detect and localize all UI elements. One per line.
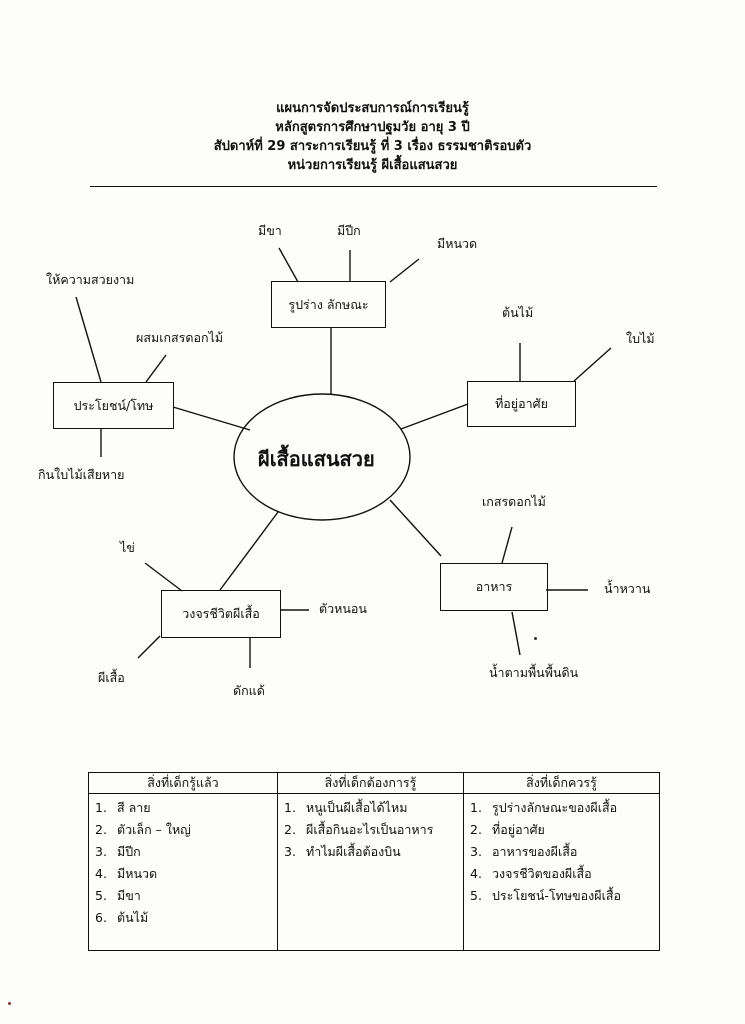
branch-label-food: อาหาร xyxy=(475,579,513,594)
leaf-line-egg xyxy=(144,562,183,592)
leaf-line-ground-water xyxy=(511,611,521,656)
leaf-label-pupa: ดักแด้ xyxy=(233,683,265,698)
list-item: 1. รูปร่างลักษณะของผีเสื้อ xyxy=(470,797,659,819)
branch-box-shape: รูปร่าง ลักษณะ xyxy=(271,281,386,328)
list-item: 4. วงจรชีวิตของผีเสื้อ xyxy=(470,863,659,885)
list-item: 2. ที่อยู่อาศัย xyxy=(470,819,659,841)
list-item: 4. มีหนวด xyxy=(95,863,277,885)
connector-benefit xyxy=(172,406,251,431)
list-item-text: ตัวเล็ก – ใหญ่ xyxy=(117,822,191,837)
leaf-label-wings: มีปีก xyxy=(337,223,361,238)
scan-speck xyxy=(8,1002,11,1005)
list-item-text: ทำไมผีเสื้อต้องบิน xyxy=(306,844,401,859)
list-item-text: รูปร่างลักษณะของผีเสื้อ xyxy=(492,800,618,815)
branch-box-lifecycle: วงจรชีวิตผีเสื้อ xyxy=(161,590,281,638)
connector-lifecycle xyxy=(219,511,279,591)
leaf-line-butterfly xyxy=(137,635,161,659)
leaf-line-pollen xyxy=(501,526,513,564)
list-item: 2. ผีเสื้อกินอะไรเป็นอาหาร xyxy=(284,819,463,841)
leaf-label-beauty: ให้ความสวยงาม xyxy=(46,272,135,287)
leaf-line-antenna xyxy=(389,258,420,283)
list-item-number: 2. xyxy=(95,822,107,837)
list-item-number: 3. xyxy=(470,844,482,859)
list-item-number: 1. xyxy=(284,800,296,815)
list-item-number: 3. xyxy=(284,844,296,859)
branch-box-habitat: ที่อยู่อาศัย xyxy=(467,381,576,427)
branch-label-shape: รูปร่าง ลักษณะ xyxy=(288,296,369,312)
leaf-line-leaf xyxy=(573,347,612,382)
leaf-label-caterpillar: ตัวหนอน xyxy=(319,601,367,616)
list-item-number: 4. xyxy=(470,866,482,881)
center-ellipse xyxy=(233,393,411,521)
list-item: 5. ประโยชน์-โทษของผีเสื้อ xyxy=(470,885,659,907)
branch-box-benefit: ประโยชน์/โทษ xyxy=(53,382,174,429)
header-should-know: สิ่งที่เด็กควรรู้ xyxy=(463,772,660,794)
header-known: สิ่งที่เด็กรู้แล้ว xyxy=(88,772,278,794)
list-item-number: 2. xyxy=(284,822,296,837)
header-divider xyxy=(90,186,657,187)
column-should-know: 1. รูปร่างลักษณะของผีเสื้อ 2. ที่อยู่อาศัย 3… xyxy=(463,793,660,951)
list-item-number: 5. xyxy=(470,888,482,903)
list-item-number: 2. xyxy=(470,822,482,837)
leaf-label-nectar: น้ำหวาน xyxy=(604,581,651,596)
list-item-text: ที่อยู่อาศัย xyxy=(492,822,545,837)
leaf-label-eat-leaves: กินใบไม้เสียหาย xyxy=(38,467,125,482)
list-item: 2. ตัวเล็ก – ใหญ่ xyxy=(95,819,277,841)
leaf-label-pollen: เกสรดอกไม้ xyxy=(482,494,546,509)
list-item-number: 4. xyxy=(95,866,107,881)
table-body-row: 1. สี ลาย 2. ตัวเล็ก – ใหญ่ 3. มีปีก 4. มีหนวด 5… xyxy=(88,793,660,951)
list-item: 6. ต้นไม้ xyxy=(95,907,277,929)
unit-line: หน่วยการเรียนรู้ ผีเสื้อแสนสวย xyxy=(287,158,458,173)
list-item-text: มีปีก xyxy=(117,844,141,859)
connector-food xyxy=(389,499,442,557)
list-item-number: 1. xyxy=(95,800,107,815)
list-item: 1. หนูเป็นผีเสื้อได้ไหม xyxy=(284,797,463,819)
knowledge-table: สิ่งที่เด็กรู้แล้ว สิ่งที่เด็กต้องการรู้… xyxy=(88,772,660,951)
leaf-label-tree: ต้นไม้ xyxy=(502,305,534,320)
center-topic: ผีเสื้อแสนสวย xyxy=(258,447,375,471)
header-want-to-know: สิ่งที่เด็กต้องการรู้ xyxy=(277,772,464,794)
list-item-text: ต้นไม้ xyxy=(117,910,149,925)
list-item-text: ผีเสื้อกินอะไรเป็นอาหาร xyxy=(306,822,434,837)
branch-label-habitat: ที่อยู่อาศัย xyxy=(495,396,548,411)
leaf-line-pollinate xyxy=(145,354,167,383)
list-item: 5. มีขา xyxy=(95,885,277,907)
list-item-text: มีหนวด xyxy=(117,866,158,881)
branch-box-food: อาหาร xyxy=(440,563,548,611)
column-known: 1. สี ลาย 2. ตัวเล็ก – ใหญ่ 3. มีปีก 4. มีหนวด 5… xyxy=(88,793,278,951)
leaf-line-beauty xyxy=(75,296,102,383)
list-item-text: วงจรชีวิตของผีเสื้อ xyxy=(492,866,592,881)
curriculum-line: หลักสูตรการศึกษาปฐมวัย อายุ 3 ปี xyxy=(275,120,470,135)
list-item-text: มีขา xyxy=(117,888,141,903)
leaf-label-pollinate: ผสมเกสรดอกไม้ xyxy=(136,330,224,345)
table-header-row: สิ่งที่เด็กรู้แล้ว สิ่งที่เด็กต้องการรู้… xyxy=(88,772,660,794)
document-title: แผนการจัดประสบการณ์การเรียนรู้ xyxy=(276,101,469,116)
list-item: 3. อาหารของผีเสื้อ xyxy=(470,841,659,863)
leaf-label-legs: มีขา xyxy=(258,223,282,238)
list-item-text: หนูเป็นผีเสื้อได้ไหม xyxy=(306,800,408,815)
list-item: 1. สี ลาย xyxy=(95,797,277,819)
column-want-to-know: 1. หนูเป็นผีเสื้อได้ไหม 2. ผีเสื้อกินอะไรเป… xyxy=(277,793,464,951)
list-item-text: อาหารของผีเสื้อ xyxy=(492,844,578,859)
leaf-label-leaf: ใบไม้ xyxy=(626,331,655,346)
connector-habitat xyxy=(400,403,469,430)
leaf-label-egg: ไข่ xyxy=(120,540,135,555)
leaf-label-ground-water: น้ำตามพื้นพื้นดิน xyxy=(489,665,579,680)
list-item-text: สี ลาย xyxy=(117,800,151,815)
list-item: 3. มีปีก xyxy=(95,841,277,863)
week-subject-line: สัปดาห์ที่ 29 สาระการเรียนรู้ ที่ 3 เรื่… xyxy=(213,139,532,154)
list-item-number: 6. xyxy=(95,910,107,925)
list-item-text: ประโยชน์-โทษของผีเสื้อ xyxy=(492,888,622,903)
leaf-line-legs xyxy=(278,247,299,283)
branch-label-lifecycle: วงจรชีวิตผีเสื้อ xyxy=(182,606,260,621)
scan-speck xyxy=(534,637,537,640)
leaf-label-antenna: มีหนวด xyxy=(437,236,478,251)
list-item-number: 1. xyxy=(470,800,482,815)
list-item-number: 5. xyxy=(95,888,107,903)
list-item: 3. ทำไมผีเสื้อต้องบิน xyxy=(284,841,463,863)
leaf-label-butterfly: ผีเสื้อ xyxy=(98,670,125,685)
list-item-number: 3. xyxy=(95,844,107,859)
branch-label-benefit: ประโยชน์/โทษ xyxy=(73,397,154,413)
